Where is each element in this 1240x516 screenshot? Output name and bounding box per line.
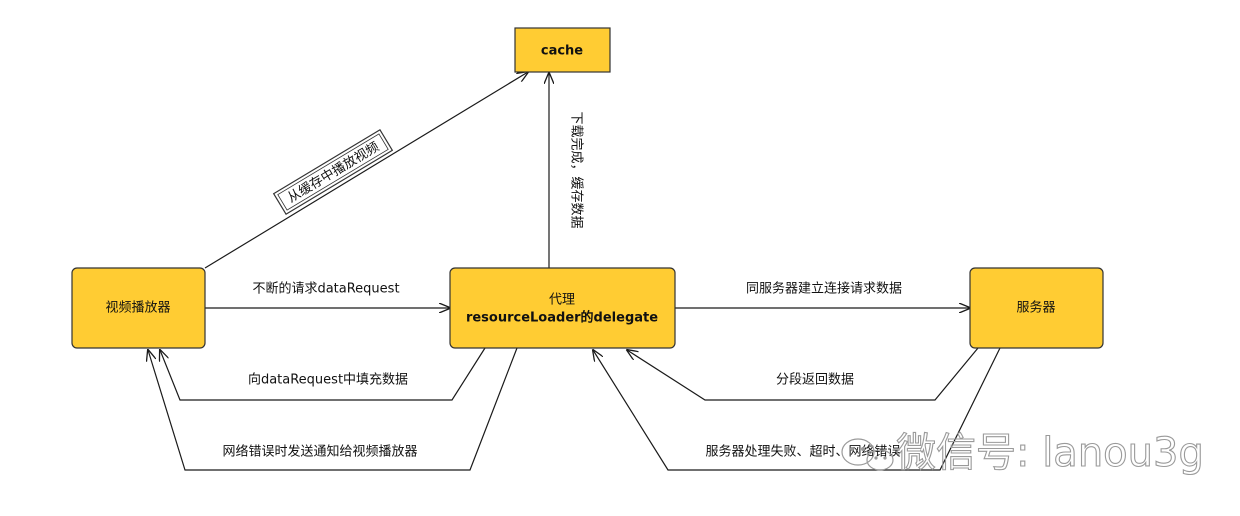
label-network-error-notify: 网络错误时发送通知给视频播放器 [222,444,417,460]
node-server-label: 服务器 [1016,300,1055,316]
wechat-icon [841,438,894,471]
edge-return-segments [627,347,979,401]
node-cache: cache [514,27,611,73]
edge-label-play-from-cache: 从缓存中播放视频 [272,128,394,216]
watermark-text: 微信号: lanou3g [896,430,1204,476]
label-return-segments: 分段返回数据 [776,373,854,388]
label-download-done-cache: 下载完成，缓存数据 [569,111,584,228]
edge-fill-data [160,348,486,401]
node-proxy-label-line2: resourceLoader的delegate [466,310,658,326]
label-continuous-request: 不断的请求dataRequest [252,281,399,297]
label-connect-server: 同服务器建立连接请求数据 [746,281,902,297]
node-cache-label: cache [541,44,583,59]
edge-network-error-notify [148,348,518,471]
node-server: 服务器 [969,267,1104,349]
label-fill-data: 向dataRequest中填充数据 [248,372,408,388]
label-play-from-cache: 从缓存中播放视频 [285,140,382,206]
edge-server-failure [593,348,1001,471]
node-video-player: 视频播放器 [71,267,206,349]
edge-play-from-cache [204,72,528,269]
node-video-player-label: 视频播放器 [105,301,170,316]
node-proxy: 代理 resourceLoader的delegate [449,267,676,349]
watermark: 微信号: lanou3g [841,429,1204,477]
node-proxy-label-line1: 代理 [549,293,575,308]
label-server-failure: 服务器处理失败、超时、网络错误 [705,444,900,460]
